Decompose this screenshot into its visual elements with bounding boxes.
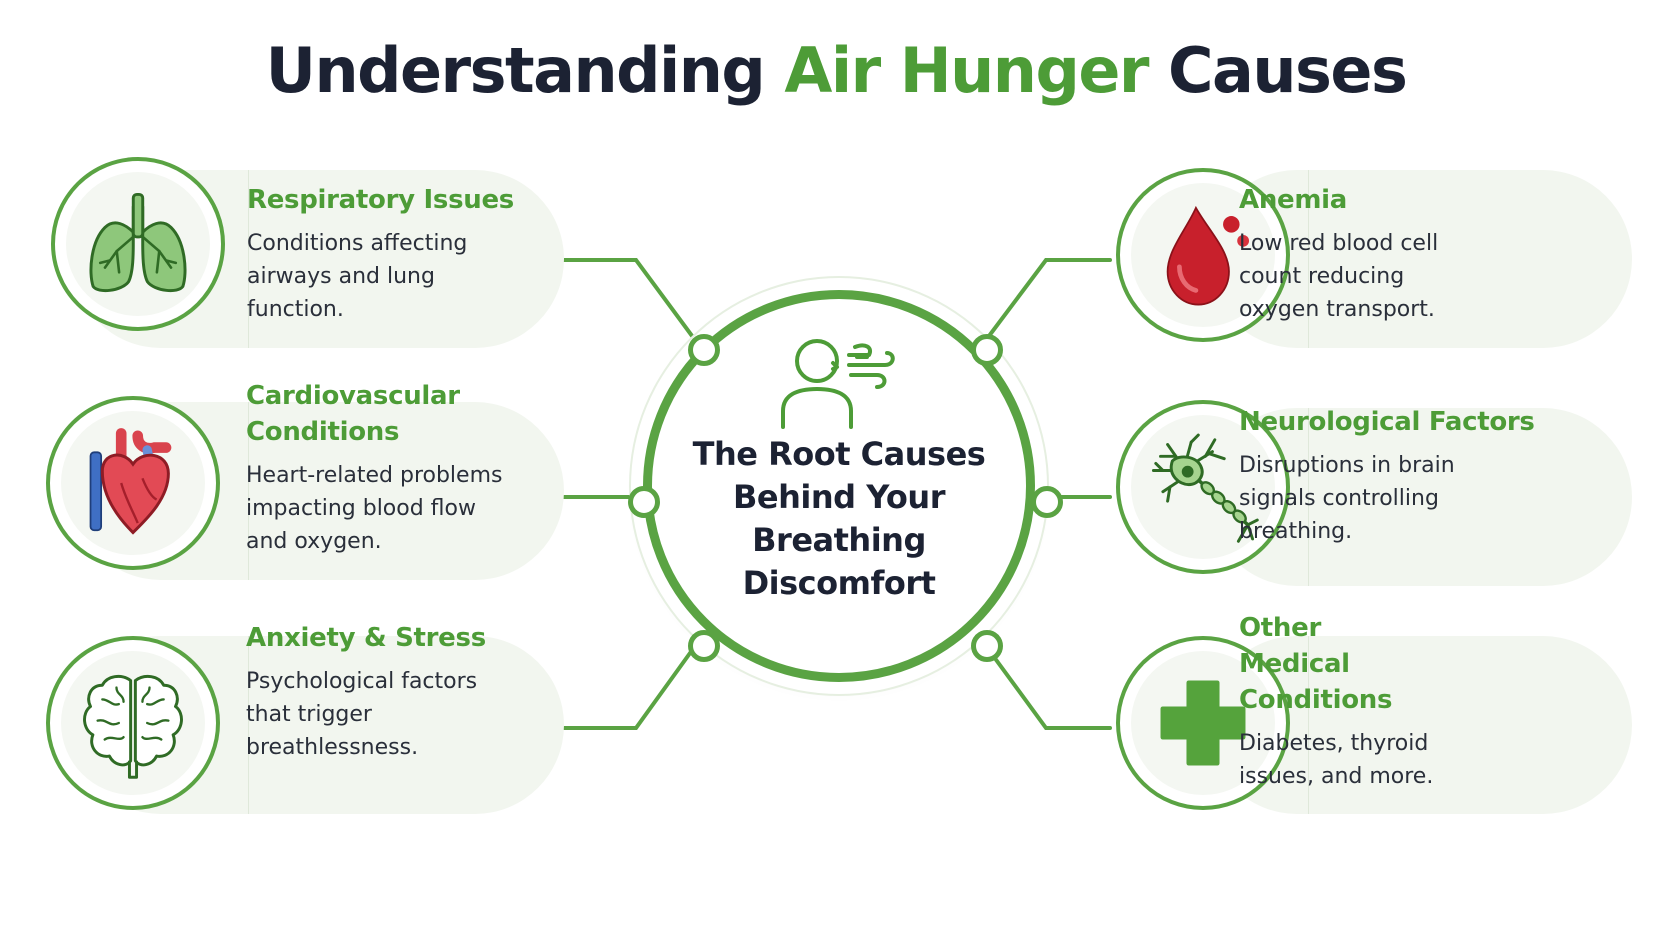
desc-anemia: Low red blood cell count reducing oxygen… (1239, 231, 1439, 322)
title-highlight: Air Hunger (784, 34, 1149, 107)
title-respiratory: Respiratory Issues (247, 185, 514, 215)
heart-icon (89, 428, 172, 535)
desc-cardiovascular: Heart-related problems impacting blood f… (246, 463, 503, 554)
text-respiratory: Respiratory Issues Conditions affecting … (247, 182, 537, 326)
connector-other (981, 640, 1112, 730)
text-anxiety: Anxiety & Stress Psychological factors t… (246, 620, 536, 764)
title-other: Other Medical Conditions (1239, 613, 1393, 715)
hub-text: The Root Causes Behind Your Breathing Di… (692, 435, 986, 602)
brain-icon (83, 674, 183, 779)
node-anxiety (688, 630, 720, 662)
title-anxiety: Anxiety & Stress (246, 623, 486, 653)
icon-circle-other (1116, 636, 1290, 810)
title-part-1: Understanding (265, 34, 766, 107)
icon-circle-cardiovascular (46, 396, 220, 570)
title-anemia: Anemia (1239, 185, 1348, 215)
icon-circle-respiratory (51, 157, 225, 331)
text-cardiovascular: Cardiovascular Conditions Heart-related … (246, 378, 536, 558)
connector-anemia (981, 258, 1112, 346)
desc-anxiety: Psychological factors that trigger breat… (246, 669, 478, 760)
desc-respiratory: Conditions affecting airways and lung fu… (247, 231, 468, 322)
node-anemia (971, 334, 1003, 366)
person-breathing-icon (781, 339, 895, 429)
blood-drop-icon (1166, 205, 1250, 306)
icon-circle-anxiety (46, 636, 220, 810)
node-neurological (1031, 486, 1063, 518)
node-respiratory (688, 334, 720, 366)
connector-respiratory (562, 258, 700, 346)
node-other (971, 630, 1003, 662)
medical-cross-icon (1160, 680, 1246, 766)
icon-circle-anemia (1116, 168, 1290, 342)
text-anemia: Anemia Low red blood cell count reducing… (1239, 182, 1529, 326)
text-other: Other Medical Conditions Diabetes, thyro… (1239, 610, 1529, 793)
desc-other: Diabetes, thyroid issues, and more. (1239, 731, 1434, 789)
lungs-icon (89, 192, 187, 293)
desc-neurological: Disruptions in brain signals controlling… (1239, 453, 1455, 544)
page-title: Understanding Air Hunger Causes (0, 34, 1672, 107)
text-neurological: Neurological Factors Disruptions in brai… (1239, 404, 1535, 548)
icon-circle-neurological (1116, 400, 1290, 574)
title-part-2: Causes (1168, 34, 1408, 107)
title-cardiovascular: Cardiovascular Conditions (246, 381, 460, 447)
title-neurological: Neurological Factors (1239, 407, 1535, 437)
neuron-icon (1151, 433, 1259, 543)
node-cardiovascular (628, 486, 660, 518)
connector-anxiety (562, 640, 700, 730)
